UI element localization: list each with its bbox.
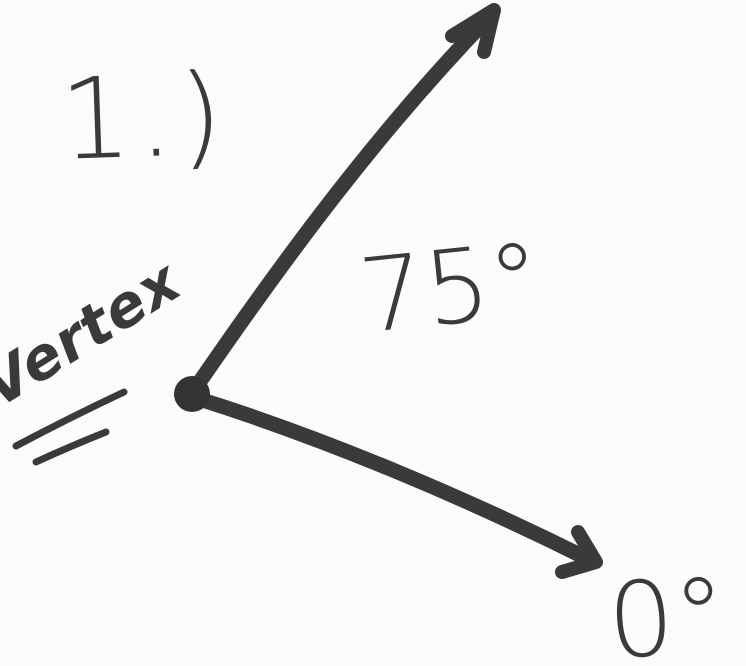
zero-degree-label: 0° xyxy=(603,553,731,666)
problem-number: 1.) xyxy=(57,50,231,186)
terminal-ray xyxy=(184,10,496,401)
initial-ray-arrowhead xyxy=(555,525,603,579)
angle-measure-label: 75° xyxy=(354,219,547,358)
vertex-underline-1 xyxy=(12,388,128,450)
initial-ray xyxy=(188,390,598,568)
terminal-ray-arrowhead xyxy=(445,3,501,59)
vertex-point xyxy=(174,376,210,412)
vertex-underline-2 xyxy=(32,428,110,466)
